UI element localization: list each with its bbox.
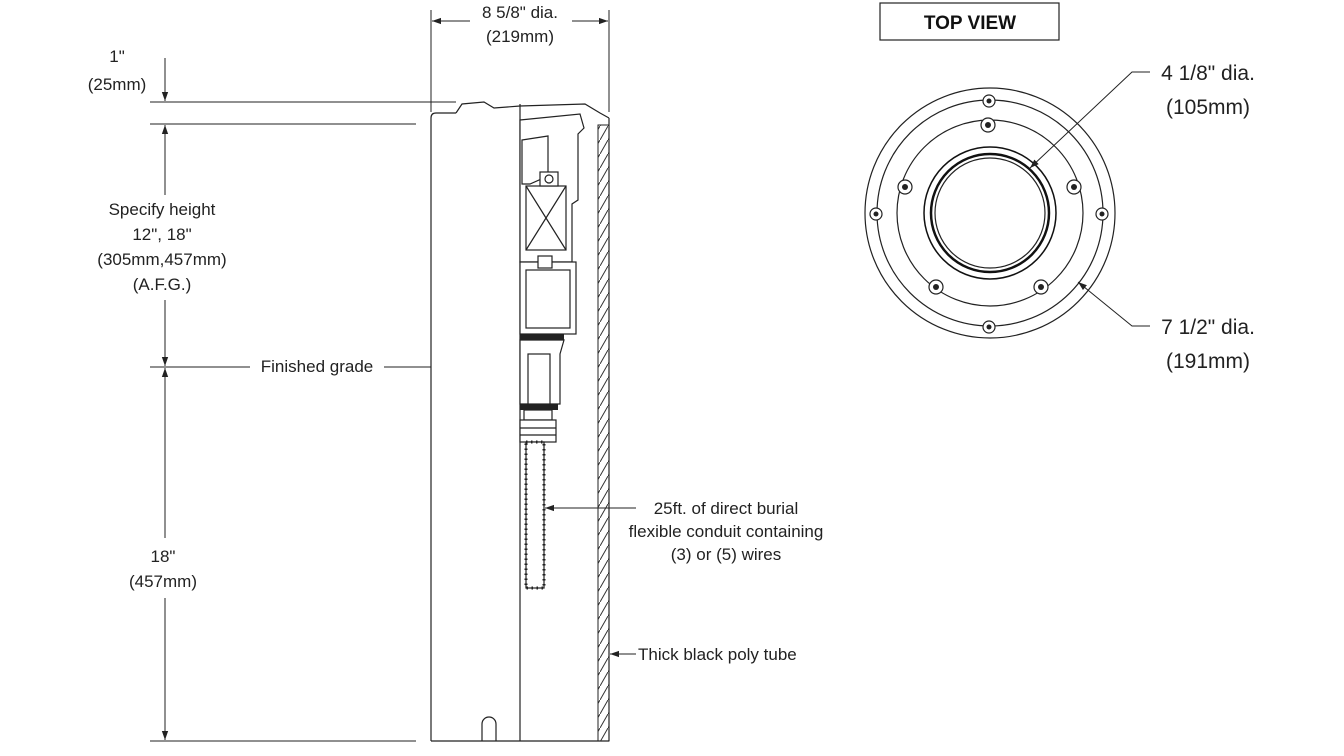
poly-tube-callout: Thick black poly tube [610,645,797,664]
top-view-title-box [879,2,1060,41]
internal-mechanism [519,113,585,421]
height-options-mm-label: (305mm,457mm) [97,250,226,269]
burial-depth-dimension: 18" (457mm) [129,368,416,742]
height-afg-label: (A.F.G.) [133,275,192,294]
top-view: TOP VIEW 4 1/8" dia. (105mm) [864,2,1255,373]
outer-diameter-label: 7 1/2" dia. [1161,316,1255,339]
burial-depth-label: 18" [151,547,176,566]
screw-icon [980,117,996,133]
height-options-label: 12", 18" [132,225,191,244]
top-view-screws [869,94,1109,334]
top-diameter-dimension: 8 5/8" dia. (219mm) [430,3,610,112]
poly-tube-label: Thick black poly tube [638,645,797,664]
top-diameter-label: 8 5/8" dia. [482,3,558,22]
top-view-title: TOP VIEW [924,13,1016,34]
finished-grade: Finished grade [150,357,431,376]
side-view: 8 5/8" dia. (219mm) 1" (25mm) Specify he… [88,3,823,742]
height-dimension: Specify height 12", 18" (305mm,457mm) (A… [97,125,227,366]
height-label: Specify height [109,200,216,219]
outer-diameter-mm-label: (191mm) [1166,350,1250,373]
outer-diameter-callout: 7 1/2" dia. (191mm) [1077,281,1255,373]
conduit-callout: 25ft. of direct burial flexible conduit … [545,499,823,564]
conduit-label-line2: flexible conduit containing [629,522,824,541]
screw-icon [982,320,996,334]
inner-diameter-mm-label: (105mm) [1166,96,1250,119]
screw-icon [982,94,996,108]
conduit-label-line3: (3) or (5) wires [671,545,782,564]
finished-grade-label: Finished grade [261,357,373,376]
conduit-label-line1: 25ft. of direct burial [654,499,799,518]
screw-icon [1066,179,1082,195]
screw-icon [897,179,913,195]
flexible-conduit [519,419,557,590]
inner-diameter-callout: 4 1/8" dia. (105mm) [1029,62,1255,169]
top-diameter-mm-label: (219mm) [486,27,554,46]
screw-icon [1033,279,1049,295]
inner-diameter-label: 4 1/8" dia. [1161,62,1255,85]
burial-depth-mm-label: (457mm) [129,572,197,591]
screw-icon [869,207,883,221]
screw-icon [1095,207,1109,221]
cap-height-label: 1" [109,47,125,66]
screw-icon [928,279,944,295]
cap-height-mm-label: (25mm) [88,75,147,94]
cap-dimension: 1" (25mm) [88,47,456,125]
